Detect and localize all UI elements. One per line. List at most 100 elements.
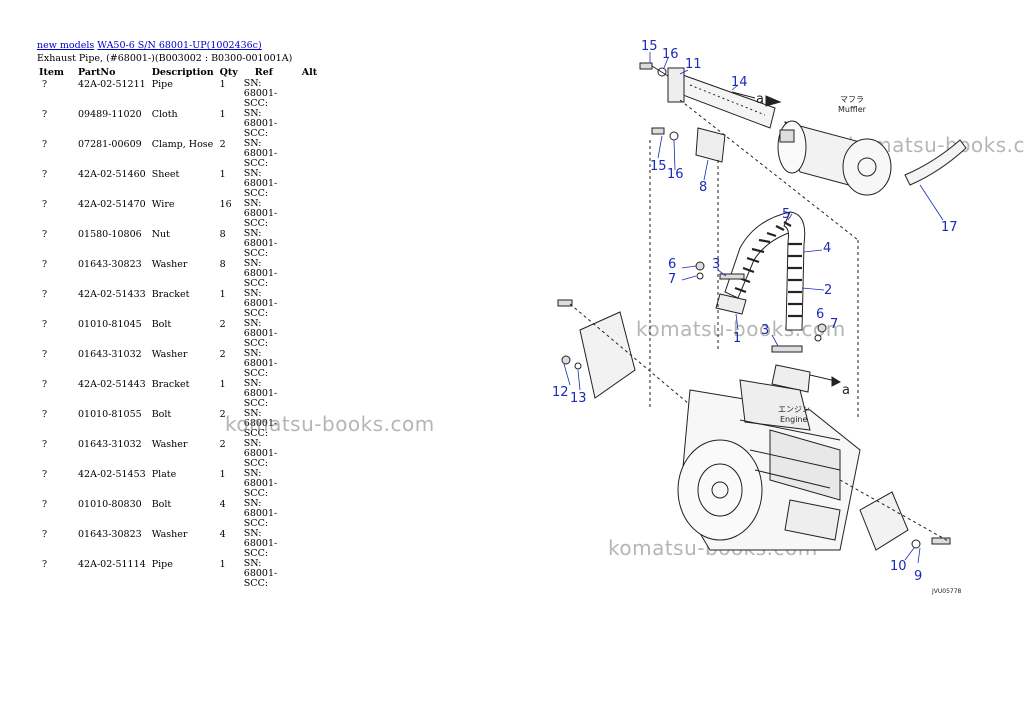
row-qty: 8 xyxy=(219,259,226,270)
breadcrumb: new models WA50-6 S/N 68001-UP(1002436c) xyxy=(37,40,262,51)
row-partno: 42A-02-51211 xyxy=(78,79,146,90)
row-ref: SN: 68001-SCC: xyxy=(243,138,278,169)
row-ref: SN: 68001-SCC: xyxy=(243,198,278,229)
row-qty: 1 xyxy=(219,469,226,480)
callout-10: 10 xyxy=(890,559,907,574)
row-item: ? xyxy=(42,379,48,390)
bracket-right xyxy=(859,491,909,551)
callout-6: 6 xyxy=(668,257,676,272)
row-item: ? xyxy=(42,559,48,570)
callout-9: 9 xyxy=(914,569,922,584)
row-item: ? xyxy=(42,109,48,120)
label-muffler: Muffler xyxy=(838,105,867,114)
row-qty: 8 xyxy=(219,229,226,240)
row-description: Washer xyxy=(151,349,188,360)
row-partno: 01580-10806 xyxy=(78,229,142,240)
row-description: Bolt xyxy=(151,319,172,330)
row-partno: 01643-30823 xyxy=(78,259,142,270)
row-description: Washer xyxy=(151,529,188,540)
row-item: ? xyxy=(42,169,48,180)
bracket-left xyxy=(579,311,636,399)
page-subtitle: Exhaust Pipe, (#68001-)(B003002 : B0300-… xyxy=(37,53,293,64)
row-qty: 4 xyxy=(219,499,226,510)
row-item: ? xyxy=(42,139,48,150)
row-item: ? xyxy=(42,229,48,240)
row-partno: 09489-11020 xyxy=(78,109,142,120)
row-item: ? xyxy=(42,289,48,300)
callout-8: 8 xyxy=(699,180,707,195)
row-ref: SN: 68001-SCC: xyxy=(243,258,278,289)
row-qty: 2 xyxy=(219,139,226,150)
row-ref: SN: 68001-SCC: xyxy=(243,318,278,349)
drawing-code: JVU05778 xyxy=(931,588,962,595)
row-ref: SN: 68001-SCC: xyxy=(243,528,278,559)
row-partno: 01643-31032 xyxy=(78,439,142,450)
label-muffler-jp: マフラ xyxy=(840,95,864,104)
header-ref: Ref xyxy=(254,66,273,78)
callout-5: 5 xyxy=(782,207,790,222)
row-alt xyxy=(299,229,320,259)
row-ref: SN: 68001-SCC: xyxy=(243,498,278,529)
row-partno: 01010-81055 xyxy=(78,409,142,420)
row-item: ? xyxy=(42,409,48,420)
row-item: ? xyxy=(42,349,48,360)
breadcrumb-link-new-models[interactable]: new models xyxy=(37,40,95,51)
table-header-row: Item PartNo Description Qty Ref Alt xyxy=(36,65,320,79)
row-description: Bolt xyxy=(151,499,172,510)
callout-16: 16 xyxy=(662,47,679,62)
row-ref: SN: 68001-SCC: xyxy=(243,228,278,259)
row-alt xyxy=(299,319,320,349)
row-alt xyxy=(299,559,320,589)
row-alt xyxy=(299,289,320,319)
row-ref: SN: 68001-SCC: xyxy=(243,78,278,109)
row-ref: SN: 68001-SCC: xyxy=(243,468,278,499)
row-alt xyxy=(299,469,320,499)
callout-13: 13 xyxy=(570,391,587,406)
nut-6-right xyxy=(817,323,827,333)
bolt-left xyxy=(557,299,573,307)
row-ref: SN: 68001-SCC: xyxy=(243,288,278,319)
breadcrumb-link-model[interactable]: WA50-6 S/N 68001-UP(1002436c) xyxy=(97,40,262,51)
row-partno: 42A-02-51460 xyxy=(78,169,146,180)
row-ref: SN: 68001-SCC: xyxy=(243,108,278,139)
callout-3: 3 xyxy=(712,257,720,272)
bolt-15-lower xyxy=(651,127,665,135)
row-alt xyxy=(299,349,320,379)
callout-17: 17 xyxy=(941,220,958,235)
row-partno: 42A-02-51470 xyxy=(78,199,146,210)
callout-14: 14 xyxy=(731,75,748,90)
watermark: komatsu-books.com xyxy=(636,317,846,341)
washer-7 xyxy=(696,272,704,280)
row-alt xyxy=(299,199,320,229)
exhaust-pipe-section xyxy=(783,211,806,331)
nut-6 xyxy=(695,261,705,271)
row-qty: 1 xyxy=(219,379,226,390)
header-partno: PartNo xyxy=(78,66,116,78)
row-alt xyxy=(299,79,320,109)
row-alt xyxy=(299,499,320,529)
callout-6-right: 6 xyxy=(816,307,824,322)
callout-7-right: 7 xyxy=(830,317,838,332)
engine-block xyxy=(677,379,861,551)
parts-table: Item PartNo Description Qty Ref Alt ?42A… xyxy=(36,65,320,589)
callout-1: 1 xyxy=(733,331,741,346)
row-qty: 4 xyxy=(219,529,226,540)
row-item: ? xyxy=(42,469,48,480)
muffler xyxy=(777,120,892,196)
row-ref: SN: 68001-SCC: xyxy=(243,438,278,469)
row-partno: 07281-00609 xyxy=(78,139,142,150)
callout-12: 12 xyxy=(552,385,569,400)
row-ref: SN: 68001-SCC: xyxy=(243,168,278,199)
